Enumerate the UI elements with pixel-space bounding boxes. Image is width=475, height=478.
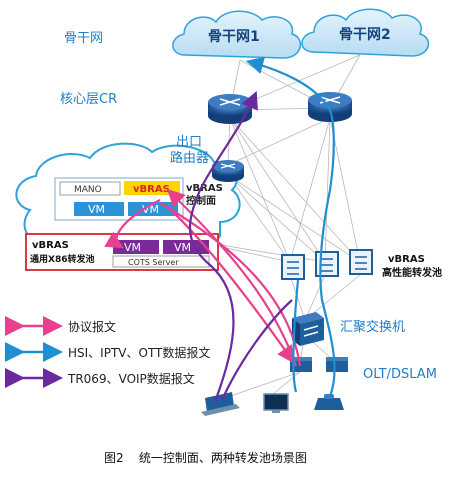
vbras-control-box — [124, 181, 180, 195]
exit-router-label-1: 出口 — [176, 135, 202, 150]
x86-pool-label-1: vBRAS — [32, 240, 69, 251]
phone-icon — [314, 394, 344, 410]
hsi-iptv-ott-paths — [245, 56, 336, 397]
legend-label-hsi: HSI、IPTV、OTT数据报文 — [68, 345, 210, 360]
backbone-cloud-1: 骨干网1 — [172, 10, 302, 59]
hp-pool-label-2: 高性能转发池 — [382, 266, 442, 279]
tr069-voip-paths — [188, 90, 293, 403]
laptop-icon — [201, 392, 240, 416]
control-vm-1-label: VM — [88, 203, 105, 216]
olt-dslam-label: OLT/DSLAM — [363, 367, 437, 382]
control-plane-box: MANO vBRAS VM VM — [54, 177, 184, 221]
mano-label: MANO — [74, 185, 102, 195]
legend-item-protocol: 协议报文 — [5, 316, 116, 336]
backbone-layer-label: 骨干网 — [64, 31, 103, 46]
cots-server-label: COTS Server — [128, 258, 179, 267]
legend: 协议报文 HSI、IPTV、OTT数据报文 TR069、VOIP数据报文 — [5, 316, 210, 388]
core-router-2 — [308, 92, 352, 122]
vbras-control-label: vBRAS — [133, 184, 170, 195]
tv-icon — [263, 393, 289, 413]
mano-box — [59, 181, 121, 196]
control-vm-1 — [74, 202, 124, 216]
hp-pool-devices — [281, 249, 373, 280]
aggregation-switch — [292, 312, 324, 346]
legend-item-tr069: TR069、VOIP数据报文 — [5, 368, 195, 388]
vbras-control-side-label-1: vBRAS — [186, 183, 223, 194]
core-router-1 — [208, 94, 252, 124]
legend-label-protocol: 协议报文 — [68, 319, 116, 334]
aggregation-switch-label: 汇聚交换机 — [340, 319, 405, 335]
x86-pool-box: vBRAS 通用X86转发池 VM VM COTS Server — [25, 233, 219, 271]
legend-label-tr069: TR069、VOIP数据报文 — [67, 371, 195, 386]
x86-vm-2-label: VM — [174, 241, 191, 254]
x86-pool-label-2: 通用X86转发池 — [30, 253, 94, 265]
backbone-cloud-2: 骨干网2 — [301, 8, 430, 57]
x86-vm-1-label: VM — [124, 241, 141, 254]
hp-pool-label-1: vBRAS — [388, 254, 425, 265]
cots-server-box — [112, 255, 210, 268]
backbone-cloud-2-label: 骨干网2 — [339, 26, 391, 43]
olt-device-2 — [326, 357, 348, 372]
vbras-control-side-label-2: 控制面 — [186, 194, 216, 207]
exit-router — [212, 160, 244, 182]
figure-caption: 图2 统一控制面、两种转发池场景图 — [104, 450, 307, 465]
exit-router-label-2: 路由器 — [170, 150, 209, 166]
core-layer-label: 核心层CR — [60, 92, 117, 107]
x86-vm-1 — [113, 240, 159, 254]
backbone-cloud-1-label: 骨干网1 — [208, 28, 260, 45]
legend-item-hsi: HSI、IPTV、OTT数据报文 — [5, 342, 210, 362]
